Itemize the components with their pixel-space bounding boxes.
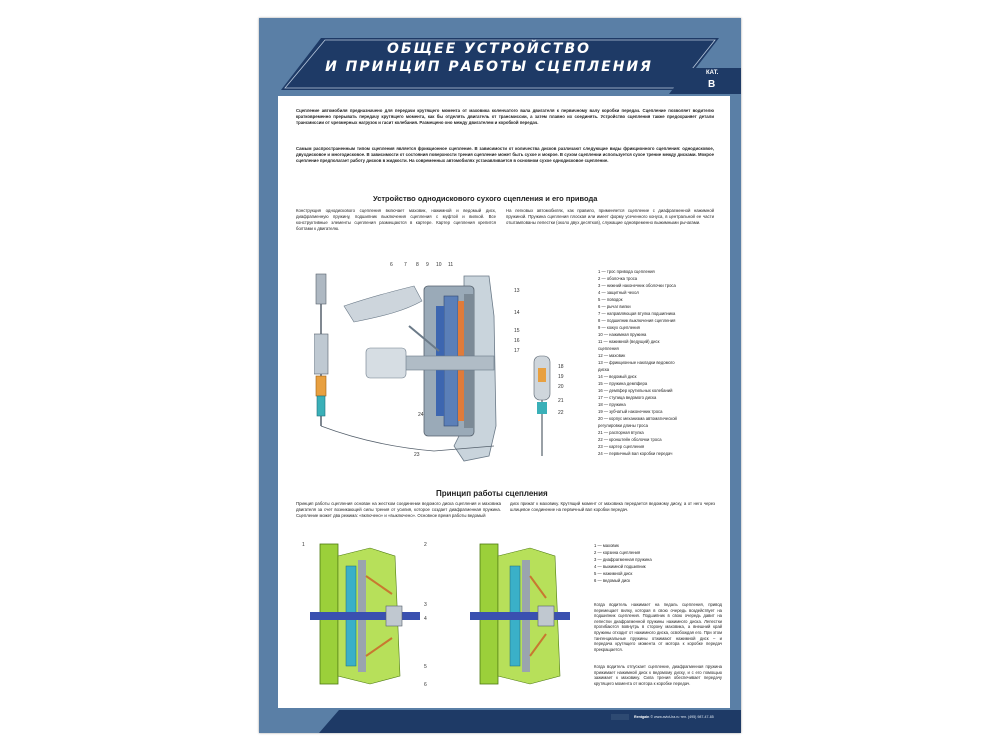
callout-label: 8: [416, 262, 419, 268]
callout-label: 18: [558, 364, 564, 370]
legend-item: 6 — рычаг вилки: [598, 304, 631, 309]
section2-legend: 1 — маховик 2 — корзина сцепления 3 — ди…: [594, 542, 652, 584]
section2-col-left: Принцип работы сцепления основан на жест…: [296, 501, 501, 518]
callout-label: 17: [514, 348, 520, 354]
footer-logo: [611, 714, 629, 720]
header-band: [259, 18, 741, 96]
legend-item: 13 — фрикционные накладки ведомого: [598, 360, 675, 365]
footer-text: Rentgain © www.avtoUra.ru тел. (495) 987…: [634, 715, 714, 719]
legend-item: 10 — нажимная пружина: [598, 332, 647, 337]
callout-labels: 6 7 8 9 10 11 13 14 15 16 17 5 4 3 2 1 2…: [390, 262, 564, 458]
section1-col-left: Конструкция однодискового сцепления вклю…: [296, 208, 496, 231]
intro-paragraph-1: Сцепление автомобиля предназначено для п…: [296, 108, 714, 125]
section1-legend: 1 — трос привода сцепления 2 — оболочка …: [598, 268, 677, 457]
callout-label: 20: [558, 384, 564, 390]
legend-item: 21 — распорная втулка: [598, 430, 644, 435]
callout-label: 7: [404, 262, 407, 268]
legend-item: 3 — диафрагменная пружина: [594, 557, 652, 562]
legend-item: 6 — ведомый диск: [594, 578, 631, 583]
poster-content: Сцепление автомобиля предназначено для п…: [278, 96, 730, 711]
callout-label: 6: [424, 682, 427, 688]
legend-item: 5 — поводок: [598, 297, 623, 302]
legend-item: 14 — ведомый диск: [598, 374, 637, 379]
callout-label: 22: [558, 410, 564, 416]
legend-item: 18 — пружина: [598, 402, 626, 407]
legend-item: 22 — кронштейн оболочки троса: [598, 437, 662, 442]
legend-item: диска: [598, 367, 610, 372]
legend-item: 17 — ступица ведомого диска: [598, 395, 657, 400]
legend-item: 16 — демпфер крутильных колебаний: [598, 388, 673, 393]
legend-item: 12 — маховик: [598, 353, 626, 358]
legend-item: сцепления: [598, 346, 619, 351]
legend-item: 4 — защитный чехол: [598, 290, 639, 295]
legend-item: регулировки длины троса: [598, 423, 648, 428]
callout-label: 14: [514, 310, 520, 316]
section1-heading: Устройство однодискового сухого сцеплени…: [373, 194, 598, 203]
legend-item: 23 — картер сцепления: [598, 444, 645, 449]
callout-label: 13: [514, 288, 520, 294]
legend-item: 1 — маховик: [594, 543, 619, 548]
callout-label: 15: [514, 328, 520, 334]
poster: ОБЩЕЕ УСТРОЙСТВО И ПРИНЦИП РАБОТЫ СЦЕПЛЕ…: [259, 18, 741, 733]
legend-item: 5 — нажимной диск: [594, 571, 633, 576]
footer-contact: © www.avtoUra.ru тел. (495) 987-47-85: [650, 715, 714, 719]
legend-item: 24 — первичный вал коробки передач: [598, 451, 673, 456]
legend-item: 3 — нижний наконечник оболочки троса: [598, 283, 676, 288]
title-line-1: ОБЩЕЕ УСТРОЙСТВО: [386, 41, 592, 57]
legend-item: 7 — направляющая втулка подшипника: [598, 311, 676, 316]
section1-col-right: На легковых автомобилях, как правило, пр…: [506, 208, 714, 225]
clutch-disengaged-diagram: [470, 543, 570, 685]
callout-label: 9: [426, 262, 429, 268]
clutch-assembly-diagram: 6 7 8 9 10 11 13 14 15 16 17 5 4 3 2 1 2…: [314, 262, 564, 462]
callout-label: 19: [558, 374, 564, 380]
category-label: КАТ.: [706, 70, 719, 76]
callout-label: 23: [414, 452, 420, 458]
callout-label: 6: [390, 262, 393, 268]
callout-label: 11: [448, 262, 453, 268]
callout-label: 5: [424, 664, 427, 670]
section2-explanation-2: Когда водитель отпускает сцепление, диаф…: [594, 664, 722, 686]
intro-paragraph-2: Самым распространенным типом сцепления я…: [296, 146, 714, 163]
legend-item: 4 — выжимной подшипник: [594, 564, 646, 569]
legend-item: 9 — кожух сцепления: [598, 325, 640, 330]
callout-label: 21: [558, 398, 564, 404]
legend-item: 1 — трос привода сцепления: [598, 269, 655, 274]
callout-labels: 1 2 3 4 5 6: [302, 542, 427, 688]
callout-label: 2: [424, 542, 427, 548]
legend-item: 11 — нажимной (ведущий) диск: [598, 339, 660, 344]
category-value: В: [708, 79, 716, 90]
callout-label: 3: [424, 602, 427, 608]
legend-item: 8 — подшипник выключения сцепления: [598, 318, 676, 323]
callout-label: 10: [436, 262, 442, 268]
legend-item: 2 — оболочка троса: [598, 276, 638, 281]
callout-label: 1: [302, 542, 305, 548]
legend-item: 15 — пружина демпфера: [598, 381, 648, 386]
callout-label: 16: [514, 338, 520, 344]
poster-title: ОБЩЕЕ УСТРОЙСТВО И ПРИНЦИП РАБОТЫ СЦЕПЛЕ…: [299, 40, 679, 76]
callout-label: 4: [424, 616, 427, 622]
footer-logo-text: Rentgain: [634, 715, 650, 719]
legend-item: 20 — корпус механизма автоматической: [598, 416, 677, 421]
legend-item: 19 — зубчатый наконечник троса: [598, 409, 663, 414]
section2-col-right: диск прижат к маховику. Крутящий момент …: [510, 501, 715, 512]
legend-item: 2 — корзина сцепления: [594, 550, 641, 555]
title-line-2: И ПРИНЦИП РАБОТЫ СЦЕПЛЕНИЯ: [325, 59, 653, 75]
footer-band: [259, 708, 741, 733]
clutch-engaged-diagram: 1 2 3 4 5 6: [302, 542, 427, 688]
section2-explanation-1: Когда водитель нажимает на педаль сцепле…: [594, 602, 722, 652]
section2-heading: Принцип работы сцепления: [436, 489, 548, 498]
callout-label: 24: [418, 412, 424, 418]
